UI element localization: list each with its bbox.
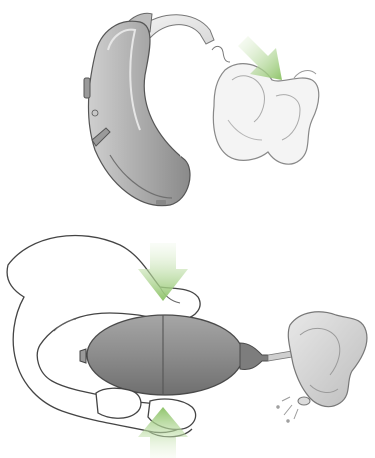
step2-illustration	[0, 225, 375, 458]
step1-illustration: PHONAK	[0, 0, 375, 220]
step1-panel: PHONAK	[0, 0, 375, 220]
hearing-aid-icon: PHONAK	[84, 13, 214, 205]
air-spray-icon	[277, 397, 298, 422]
earmold-icon	[288, 312, 367, 407]
step2-panel	[0, 225, 375, 458]
air-blower-bulb-icon	[80, 315, 292, 395]
